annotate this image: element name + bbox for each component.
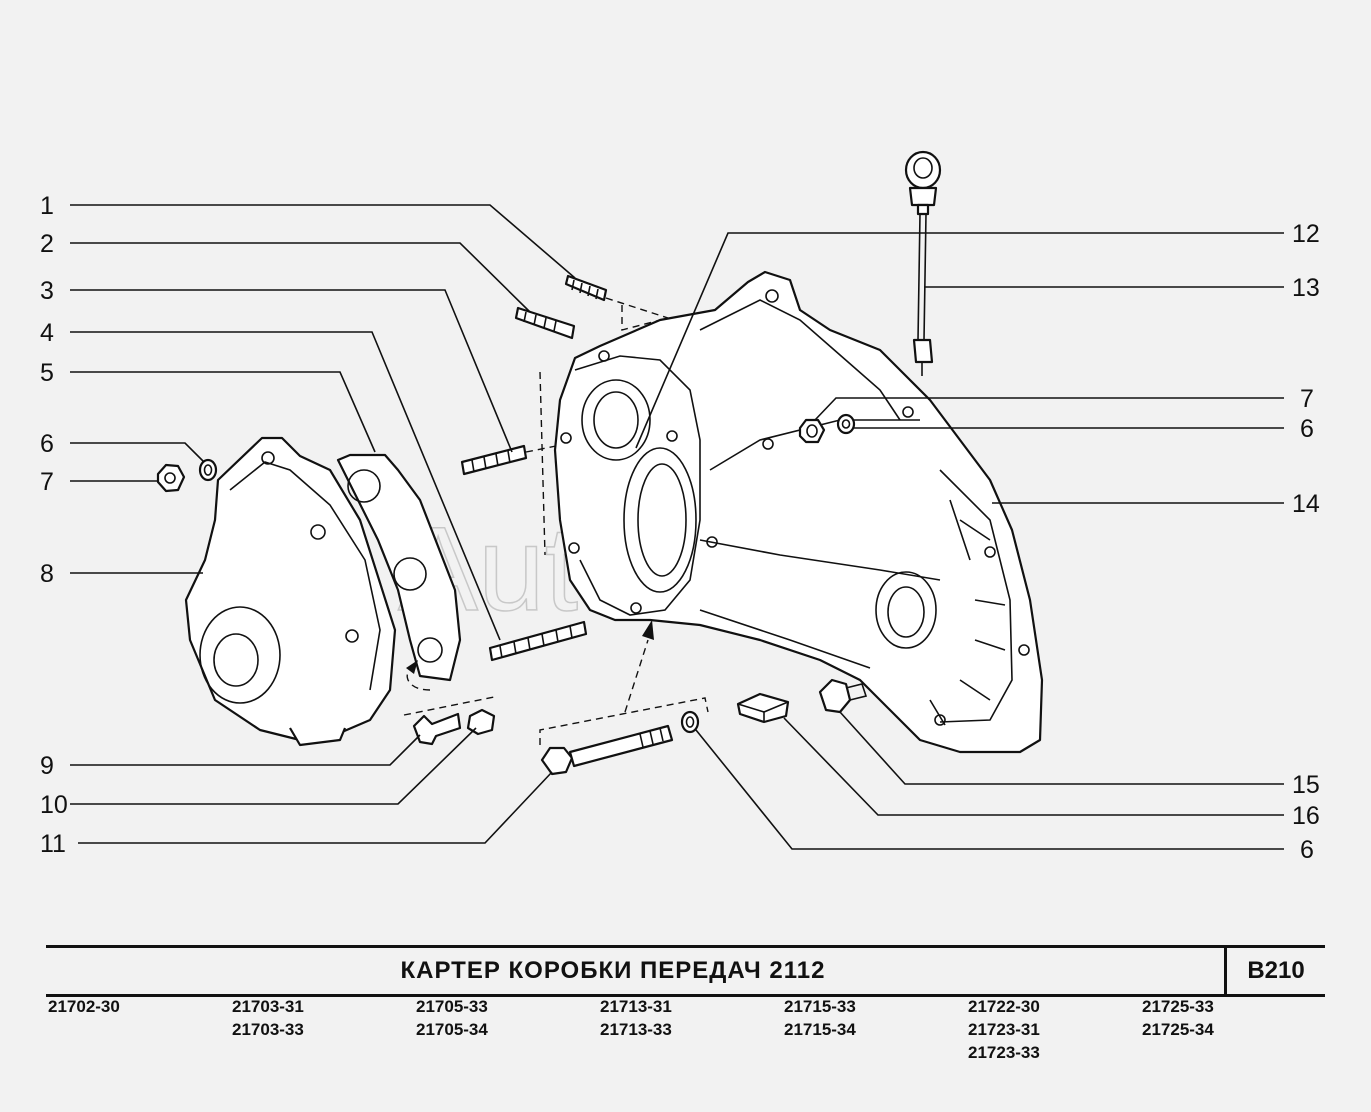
model-code: 21703-31: [232, 997, 304, 1016]
cover-gasket-part-5: [336, 453, 462, 682]
callout-14: 14: [1292, 490, 1320, 518]
callout-8: 8: [40, 560, 54, 588]
diagram-code: В210: [1247, 957, 1305, 984]
stud-part-2: [514, 306, 576, 340]
model-code: 21715-34: [784, 1020, 856, 1039]
model-code: 21723-33: [968, 1043, 1040, 1062]
stud-part-3: [460, 444, 528, 476]
callout-16: 16: [1292, 802, 1320, 830]
bolt-part-9: [412, 712, 462, 746]
gearbox-housing-part-14: [553, 270, 1044, 754]
stud-part-4: [488, 620, 588, 662]
gearbox-cover-part-8: [184, 436, 397, 747]
lock-plate-part-10: [466, 708, 496, 736]
drain-plug-part-15: [818, 678, 868, 714]
model-column-1: 21702-30: [48, 995, 120, 1018]
title-bar: КАРТЕР КОРОБКИ ПЕРЕДАЧ 2112 В210: [46, 945, 1325, 997]
model-column-6: 21722-30 21723-31 21723-33: [968, 995, 1040, 1064]
model-column-3: 21705-33 21705-34: [416, 995, 488, 1041]
model-code: 21705-33: [416, 997, 488, 1016]
model-code: 21713-31: [600, 997, 672, 1016]
model-column-7: 21725-33 21725-34: [1142, 995, 1214, 1041]
model-code: 21705-34: [416, 1020, 488, 1039]
callout-15: 15: [1292, 771, 1320, 799]
model-code: 21713-33: [600, 1020, 672, 1039]
callout-6-bottom: 6: [1300, 836, 1314, 864]
callout-11: 11: [40, 830, 66, 858]
washer-part-6-right: [836, 413, 856, 435]
callout-13: 13: [1292, 274, 1320, 302]
title-divider: [1224, 948, 1227, 994]
model-column-4: 21713-31 21713-33: [600, 995, 672, 1041]
model-code: 21725-34: [1142, 1020, 1214, 1039]
model-code: 21703-33: [232, 1020, 304, 1039]
oil-dipstick-part-13: [904, 150, 942, 376]
long-bolt-part-11: [540, 724, 674, 776]
callout-7-right: 7: [1300, 385, 1314, 413]
stud-part-1: [564, 274, 608, 302]
leader-lines: [70, 204, 1284, 850]
model-code: 21722-30: [968, 997, 1040, 1016]
model-code: 21725-33: [1142, 997, 1214, 1016]
callout-6-right: 6: [1300, 415, 1314, 443]
nut-part-7-left: [156, 463, 186, 493]
washer-part-6-bottom: [680, 710, 700, 734]
model-code: 21723-31: [968, 1020, 1040, 1039]
magnet-part-16: [736, 692, 790, 724]
callout-9: 9: [40, 752, 54, 780]
callout-6-left: 6: [40, 430, 54, 458]
model-column-2: 21703-31 21703-33: [232, 995, 304, 1041]
model-code: 21715-33: [784, 997, 856, 1016]
callout-2: 2: [40, 230, 54, 258]
callout-5: 5: [40, 359, 54, 387]
model-code: 21702-30: [48, 997, 120, 1016]
callout-12: 12: [1292, 220, 1320, 248]
callout-10: 10: [40, 791, 68, 819]
callout-1: 1: [40, 192, 54, 220]
model-column-5: 21715-33 21715-34: [784, 995, 856, 1041]
callout-7-left: 7: [40, 468, 54, 496]
washer-part-6-left: [198, 458, 218, 482]
diagram-title: КАРТЕР КОРОБКИ ПЕРЕДАЧ 2112: [400, 957, 826, 984]
callout-3: 3: [40, 277, 54, 305]
nut-part-7-right: [798, 418, 826, 444]
callout-4: 4: [40, 319, 54, 347]
